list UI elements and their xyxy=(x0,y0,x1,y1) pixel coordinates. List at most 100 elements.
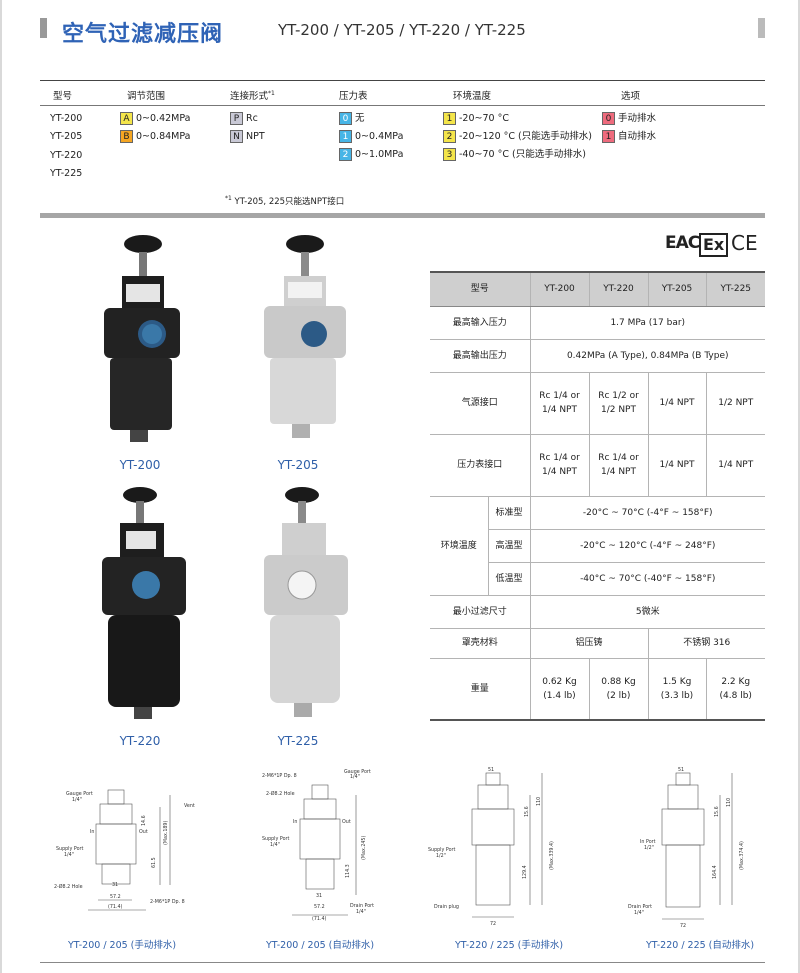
drawing-label: 2-Ø8.2 Hole xyxy=(266,790,295,797)
spec-temp-std: -20°C ~ 70°C (-4°F ~ 158°F) xyxy=(530,495,765,530)
drawing-label: 2-Ø8.2 Hole xyxy=(54,883,83,890)
spec-header-model: 型号 xyxy=(430,271,531,307)
spec-max-in: 1.7 MPa (17 bar) xyxy=(530,305,765,340)
page-header: 空气过滤减压阀 YT-200 / YT-205 / YT-220 / YT-22… xyxy=(40,14,765,47)
drawing-label: Drain Port xyxy=(628,904,652,910)
drawing-label: 14.6 xyxy=(141,815,147,826)
footnote-text: YT-205, 225只能选NPT接口 xyxy=(234,197,345,207)
drawing-label: 1/4" xyxy=(634,910,644,916)
spec-value: 1/4 NPT xyxy=(541,405,577,415)
drawing-label: (71.4) xyxy=(312,916,327,922)
spec-value: Rc 1/4 or xyxy=(539,453,580,463)
drawing-label: 1/4" xyxy=(356,909,366,915)
spec-max-out: 0.42MPa (A Type), 0.84MPa (B Type) xyxy=(530,338,765,373)
ordering-header-range: 调节范围 xyxy=(127,91,166,102)
spec-weight: 0.62 Kg(1.4 lb) xyxy=(530,657,590,721)
drawing-caption: YT-220 / 225 (手动排水) xyxy=(455,940,564,951)
spec-label-weight: 重量 xyxy=(430,657,531,721)
drawing-label: 1/2" xyxy=(436,853,446,859)
spec-value: (2 lb) xyxy=(606,690,631,701)
spec-weight: 1.5 Kg(3.3 lb) xyxy=(648,657,707,721)
drawing-label: 110 xyxy=(536,797,542,806)
drawing-label: 61.5 xyxy=(151,857,157,868)
ordering-model: YT-200 xyxy=(50,113,83,124)
temp-option: 3-40~70 °C (只能选手动排水) xyxy=(443,148,586,162)
spec-header-col: YT-225 xyxy=(706,271,765,307)
left-edge xyxy=(0,0,2,973)
ordering-header-conn: 连接形式*1 xyxy=(230,88,275,102)
drawing-label: 72 xyxy=(680,923,686,929)
drawing-label: 1/4" xyxy=(270,842,280,848)
spec-value: 1/4 NPT xyxy=(541,467,577,477)
temp-text: -20~70 °C xyxy=(459,113,509,124)
spec-header-col: YT-220 xyxy=(589,271,649,307)
spec-gauge-port: Rc 1/4 or 1/4 NPT xyxy=(530,433,590,497)
range-text: 0~0.42MPa xyxy=(136,113,191,124)
spec-header-col: YT-205 xyxy=(648,271,707,307)
yt220-caption: YT-220 xyxy=(119,734,161,748)
drawing-caption: YT-200 / 205 (自动排水) xyxy=(266,940,375,951)
spec-header-col: YT-200 xyxy=(530,271,590,307)
ordering-model: YT-220 xyxy=(50,150,83,161)
spec-label-max-out: 最高输出压力 xyxy=(430,338,531,373)
ordering-header-rule xyxy=(40,105,765,106)
drawing-label: 164.4 xyxy=(712,865,718,879)
drawing-label: Supply Port xyxy=(428,847,455,853)
conn-text: Rc xyxy=(246,113,258,124)
spec-label-temp-std: 标准型 xyxy=(488,495,531,530)
temp-option: 1-20~70 °C xyxy=(443,112,509,126)
gauge-text: 0~0.4MPa xyxy=(355,131,404,142)
ordering-header-temp: 环境温度 xyxy=(453,91,492,102)
range-code: A xyxy=(120,112,133,125)
drawing-label: Gauge Port xyxy=(344,769,371,775)
spec-label-max-in: 最高输入压力 xyxy=(430,305,531,340)
section-divider xyxy=(40,213,765,218)
ce-mark: CE xyxy=(731,231,758,255)
drawing-label: Out xyxy=(342,819,351,825)
option-text: 自动排水 xyxy=(618,131,657,142)
drawing-label: (Max.189) xyxy=(163,821,169,845)
temp-code: 1 xyxy=(443,112,456,125)
drawing-label: 1/2" xyxy=(644,845,654,851)
ordering-model: YT-205 xyxy=(50,131,83,142)
spec-temp-high: -20°C ~ 120°C (-4°F ~ 248°F) xyxy=(530,528,765,563)
spec-air-port: 1/4 NPT xyxy=(648,371,707,435)
drawing-label: 129.4 xyxy=(522,865,528,879)
spec-table: 型号 YT-200 YT-220 YT-205 YT-225 最高输入压力 1.… xyxy=(430,271,765,721)
spec-label-filter: 最小过滤尺寸 xyxy=(430,594,531,629)
spec-air-port: 1/2 NPT xyxy=(706,371,765,435)
spec-value: Rc 1/2 or xyxy=(598,391,639,401)
drawing-label: 114.3 xyxy=(345,864,351,878)
drawing-label: Drain plug xyxy=(434,904,459,910)
spec-filter: 5微米 xyxy=(530,594,765,629)
drawing-label: In xyxy=(90,829,94,835)
option-code: 0 xyxy=(602,112,615,125)
drawing-caption: YT-220 / 225 (自动排水) xyxy=(646,940,755,951)
drawing-label: In xyxy=(293,819,297,825)
spec-label-temp-low: 低温型 xyxy=(488,561,531,596)
page-title: 空气过滤减压阀 xyxy=(62,22,224,47)
spec-value: 1/4 NPT xyxy=(600,467,636,477)
spec-label-temp: 环境温度 xyxy=(430,495,489,596)
drawing-label: (71.4) xyxy=(108,904,123,910)
ordering-model: YT-225 xyxy=(50,168,83,179)
conn-text: NPT xyxy=(246,131,265,142)
footnote-mark: *1 xyxy=(225,195,232,203)
spec-value: 1/2 NPT xyxy=(600,405,636,415)
spec-label-gauge-port: 压力表接口 xyxy=(430,433,531,497)
yt225-caption: YT-225 xyxy=(277,734,319,748)
spec-material-2: 不锈钢 316 xyxy=(648,627,765,659)
temp-code: 2 xyxy=(443,130,456,143)
spec-gauge-port: 1/4 NPT xyxy=(706,433,765,497)
gauge-text: 无 xyxy=(355,113,365,124)
drawing-label: (Max.245) xyxy=(361,836,367,860)
bottom-rule xyxy=(40,962,765,963)
drawing-label: 57.2 xyxy=(314,904,325,910)
